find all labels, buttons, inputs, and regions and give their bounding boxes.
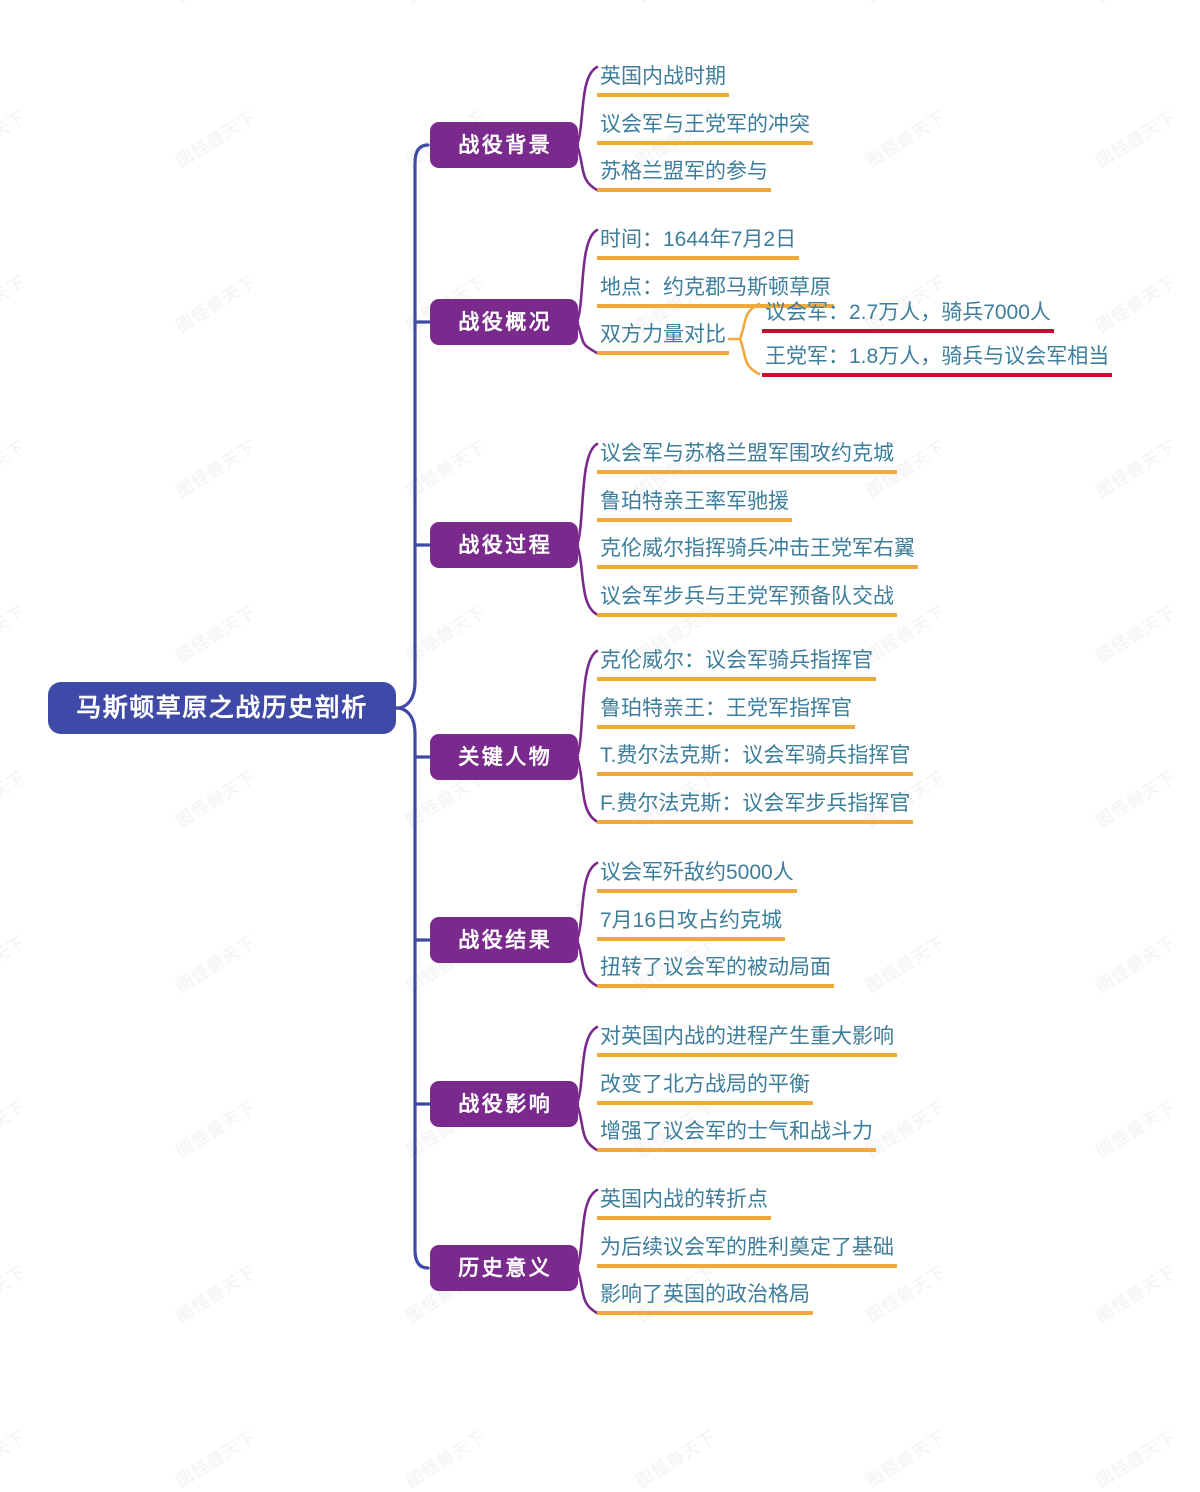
- leaf-node[interactable]: 对英国内战的进程产生重大影响: [597, 1025, 897, 1058]
- leaf-label: 议会军与王党军的冲突: [597, 113, 813, 145]
- leaf-label: 鲁珀特亲王率军驰援: [597, 490, 792, 522]
- leaf-label: 影响了英国的政治格局: [597, 1283, 813, 1316]
- leaf-label: 改变了北方战局的平衡: [597, 1073, 813, 1105]
- leaf-label: 为后续议会军的胜利奠定了基础: [597, 1236, 897, 1268]
- leaf-node[interactable]: 克伦威尔：议会军骑兵指挥官: [597, 649, 876, 682]
- branch-node-label: 战役过程: [458, 533, 553, 557]
- watermark-text: 图怪兽天下: [860, 1423, 950, 1492]
- branch-node-label: 历史意义: [458, 1256, 553, 1280]
- root-node[interactable]: 马斯顿草原之战历史剖析: [48, 682, 396, 734]
- branch-node-4[interactable]: 关键人物: [430, 734, 578, 780]
- leaf-label: 英国内战的转折点: [597, 1188, 771, 1221]
- leaf-node[interactable]: 议会军步兵与王党军预备队交战: [597, 585, 897, 617]
- leaf-label: F.费尔法克斯：议会军步兵指挥官: [597, 792, 914, 824]
- leaf-node[interactable]: 鲁珀特亲王率军驰援: [597, 490, 792, 522]
- leaf-node[interactable]: 议会军与苏格兰盟军围攻约克城: [597, 442, 897, 475]
- leaf-label: 议会军步兵与王党军预备队交战: [597, 585, 897, 617]
- sub-branch-label: 双方力量对比: [597, 323, 729, 356]
- branch-node-3[interactable]: 战役过程: [430, 522, 578, 568]
- leaf-node[interactable]: 议会军歼敌约5000人: [597, 861, 797, 894]
- leaf-label: 扭转了议会军的被动局面: [597, 956, 834, 989]
- root-node-label: 马斯顿草原之战历史剖析: [76, 693, 368, 722]
- leaf-label: 苏格兰盟军的参与: [597, 160, 771, 193]
- leaf-label: 议会军与苏格兰盟军围攻约克城: [597, 442, 897, 475]
- branch-node-1[interactable]: 战役背景: [430, 122, 578, 168]
- watermark-text: 图怪兽天下: [1090, 1423, 1180, 1492]
- leaf-label: 地点：约克郡马斯顿草原: [597, 276, 834, 308]
- leaf-node[interactable]: 地点：约克郡马斯顿草原: [597, 276, 834, 308]
- branch-node-label: 战役影响: [458, 1092, 553, 1116]
- leaf-label: 克伦威尔：议会军骑兵指挥官: [597, 649, 876, 682]
- sub-branch-node[interactable]: 双方力量对比: [597, 323, 729, 356]
- leaf-node[interactable]: 增强了议会军的士气和战斗力: [597, 1120, 876, 1153]
- branch-node-label: 战役背景: [458, 133, 553, 157]
- leaf-label: 对英国内战的进程产生重大影响: [597, 1025, 897, 1058]
- leaf-label: 议会军：2.7万人，骑兵7000人: [762, 301, 1054, 334]
- leaf-node[interactable]: 克伦威尔指挥骑兵冲击王党军右翼: [597, 537, 918, 570]
- leaf-label: 议会军歼敌约5000人: [597, 861, 797, 894]
- leaf-node[interactable]: 鲁珀特亲王：王党军指挥官: [597, 697, 855, 729]
- leaf-node[interactable]: 7月16日攻占约克城: [597, 909, 786, 941]
- branch-node-label: 关键人物: [458, 745, 553, 769]
- mind-map: 马斯顿草原之战历史剖析 战役背景 英国内战时期议会军与王党军的冲突苏格兰盟军的参与…: [48, 65, 1113, 1316]
- leaf-node[interactable]: 为后续议会军的胜利奠定了基础: [597, 1236, 897, 1268]
- leaf-label: 增强了议会军的士气和战斗力: [597, 1120, 876, 1153]
- branch-node-6[interactable]: 战役影响: [430, 1081, 578, 1127]
- watermark-text: 图怪兽天下: [0, 1423, 30, 1492]
- leaf-label: 王党军：1.8万人，骑兵与议会军相当: [762, 345, 1113, 378]
- leaf-label: 克伦威尔指挥骑兵冲击王党军右翼: [597, 537, 918, 570]
- branch-node-7[interactable]: 历史意义: [430, 1245, 578, 1291]
- watermark-text: 图怪兽天下: [170, 1423, 260, 1492]
- leaf-label: T.费尔法克斯：议会军骑兵指挥官: [597, 744, 914, 777]
- branch-node-5[interactable]: 战役结果: [430, 917, 578, 963]
- leaf-node[interactable]: 扭转了议会军的被动局面: [597, 956, 834, 989]
- leaf-node[interactable]: T.费尔法克斯：议会军骑兵指挥官: [597, 744, 914, 777]
- watermark-text: 图怪兽天下: [400, 1423, 490, 1492]
- leaf-label: 英国内战时期: [597, 65, 729, 98]
- branch-node-label: 战役结果: [458, 928, 553, 952]
- leaf-node[interactable]: 议会军：2.7万人，骑兵7000人: [762, 301, 1054, 334]
- branch-node-2[interactable]: 战役概况: [430, 299, 578, 345]
- leaf-node[interactable]: 英国内战时期: [597, 65, 729, 98]
- leaf-label: 鲁珀特亲王：王党军指挥官: [597, 697, 855, 729]
- leaf-node[interactable]: 苏格兰盟军的参与: [597, 160, 771, 193]
- leaf-node[interactable]: 英国内战的转折点: [597, 1188, 771, 1221]
- branch-node-label: 战役概况: [458, 310, 553, 334]
- leaf-label: 7月16日攻占约克城: [597, 909, 786, 941]
- watermark-text: 图怪兽天下: [630, 1423, 720, 1492]
- leaf-node[interactable]: F.费尔法克斯：议会军步兵指挥官: [597, 792, 914, 824]
- leaf-node[interactable]: 王党军：1.8万人，骑兵与议会军相当: [762, 345, 1113, 378]
- leaf-node[interactable]: 时间：1644年7月2日: [597, 228, 800, 261]
- leaf-label: 时间：1644年7月2日: [597, 228, 800, 261]
- leaf-node[interactable]: 议会军与王党军的冲突: [597, 113, 813, 145]
- leaf-node[interactable]: 改变了北方战局的平衡: [597, 1073, 813, 1105]
- leaf-node[interactable]: 影响了英国的政治格局: [597, 1283, 813, 1316]
